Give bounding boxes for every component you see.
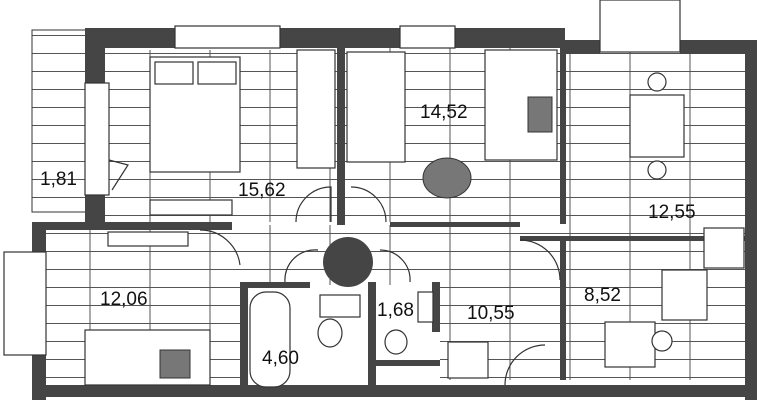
door-kitchen xyxy=(519,239,561,281)
area-balcony: 1,81 xyxy=(40,169,77,190)
column xyxy=(323,237,373,287)
tv-stand xyxy=(107,231,189,247)
windows xyxy=(3,0,681,356)
balcony-floor xyxy=(31,29,95,213)
doors xyxy=(108,159,561,386)
area-toilet: 1,68 xyxy=(377,300,414,321)
door-entry xyxy=(504,344,546,386)
fridge xyxy=(703,227,745,269)
door-toilet xyxy=(379,249,411,283)
area-bedroom: 15,62 xyxy=(238,180,286,201)
walls xyxy=(32,28,757,400)
balcony-door xyxy=(84,82,110,196)
cushion xyxy=(159,349,191,379)
washing-machine xyxy=(447,341,489,379)
window-children xyxy=(399,25,456,49)
area-southwest-room: 12,06 xyxy=(100,289,148,310)
stove xyxy=(604,321,656,368)
window-southwest xyxy=(3,251,47,356)
toilet xyxy=(384,329,408,355)
area-hall: 10,55 xyxy=(467,303,515,324)
furniture xyxy=(84,49,745,388)
pouf xyxy=(422,157,472,199)
desk-chair xyxy=(527,96,553,133)
door-children xyxy=(350,186,387,223)
room-labels: 1,81 15,62 14,52 12,55 12,06 4,60 1,68 1… xyxy=(40,102,696,369)
sofa xyxy=(84,329,211,386)
bath-sink xyxy=(319,294,361,318)
door-balcony xyxy=(108,159,129,191)
area-kitchen: 8,52 xyxy=(584,285,621,306)
window-living xyxy=(599,0,681,53)
area-children-room: 14,52 xyxy=(420,102,468,123)
wardrobe xyxy=(296,49,336,169)
toilet-sink xyxy=(417,291,434,323)
door-southwest xyxy=(199,229,241,266)
bathtub xyxy=(249,291,291,388)
dining-table xyxy=(629,94,685,158)
single-bed xyxy=(346,51,406,163)
area-living-room: 12,55 xyxy=(648,202,696,223)
bath-toilet xyxy=(317,318,343,348)
window-bedroom xyxy=(174,25,281,49)
door-bathroom xyxy=(284,249,319,283)
dresser xyxy=(149,199,233,216)
area-bathroom: 4,60 xyxy=(262,348,299,369)
door-bedroom xyxy=(295,186,332,223)
sink xyxy=(661,269,708,321)
